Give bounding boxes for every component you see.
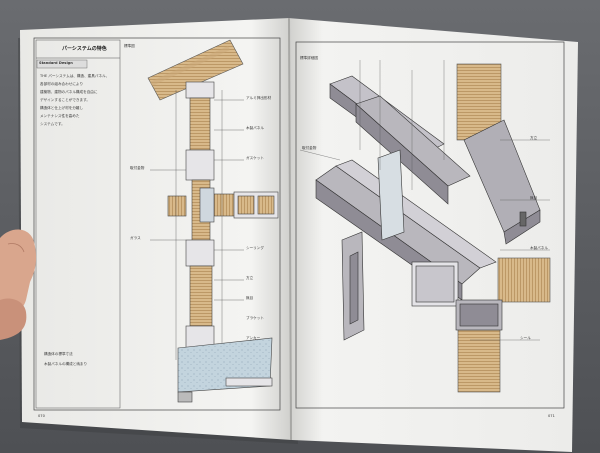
callout-label: ガスケット <box>246 156 264 160</box>
left-page-title: パーシステムの特色 <box>62 46 107 52</box>
left-page-number: 070 <box>38 414 45 418</box>
right-callout: 方立 <box>530 136 538 140</box>
bottom-glass-section <box>177 337 273 403</box>
bullet-item: 木製パネルの構成と納まり <box>44 362 88 366</box>
wood-panel-right <box>497 257 551 303</box>
body-line: システムです。 <box>40 122 65 126</box>
top-wood-block <box>147 39 244 101</box>
callout-label: ブラケット <box>246 316 264 320</box>
right-section-label: 標準詳細図 <box>300 56 318 60</box>
right-page-number: 071 <box>548 414 555 418</box>
left-page <box>20 18 292 440</box>
right-callout: 取付金物 <box>302 146 317 150</box>
right-callout: シール <box>520 336 531 340</box>
body-line: 各部材の組み合わせにより <box>40 82 84 86</box>
callout-label: 無目 <box>246 296 254 300</box>
glass-pane <box>377 149 405 241</box>
reader-hand <box>0 229 37 340</box>
callout-label: アンカー <box>246 336 261 340</box>
right-callout: 木製パネル <box>530 246 548 250</box>
metal-bracket-right <box>463 119 541 245</box>
left-page-subtitle: Standard Design <box>39 61 73 65</box>
wood-column-bottom <box>457 329 501 393</box>
metal-frame-center <box>411 261 503 331</box>
callout-label: 取付金物 <box>130 166 145 170</box>
body-line: THE パーシステムは、構造、建具パネル、 <box>40 74 110 78</box>
horizontal-section <box>167 187 279 223</box>
left-section-label: 標準図 <box>124 44 135 48</box>
callout-label: 木製パネル <box>246 126 264 130</box>
callout-label: シーリング <box>246 246 264 250</box>
right-callout: 無目 <box>530 196 538 200</box>
body-line: デザインすることができます。 <box>40 98 90 102</box>
callout-label: ガラス <box>130 236 141 240</box>
body-line: メンテナンス性を高めた <box>40 114 80 118</box>
body-line: 建築物、建物のパネル構成を自由に <box>40 90 98 94</box>
callout-label: アルミ押出形材 <box>246 96 272 100</box>
callout-label: 方立 <box>246 276 254 280</box>
metal-channel-left <box>341 231 365 341</box>
body-line: 構造体と仕上げ材を分離し <box>40 106 84 110</box>
bullet-item: 構造体の標準寸法 <box>44 352 73 356</box>
metal-extrusion-mid <box>355 95 471 205</box>
